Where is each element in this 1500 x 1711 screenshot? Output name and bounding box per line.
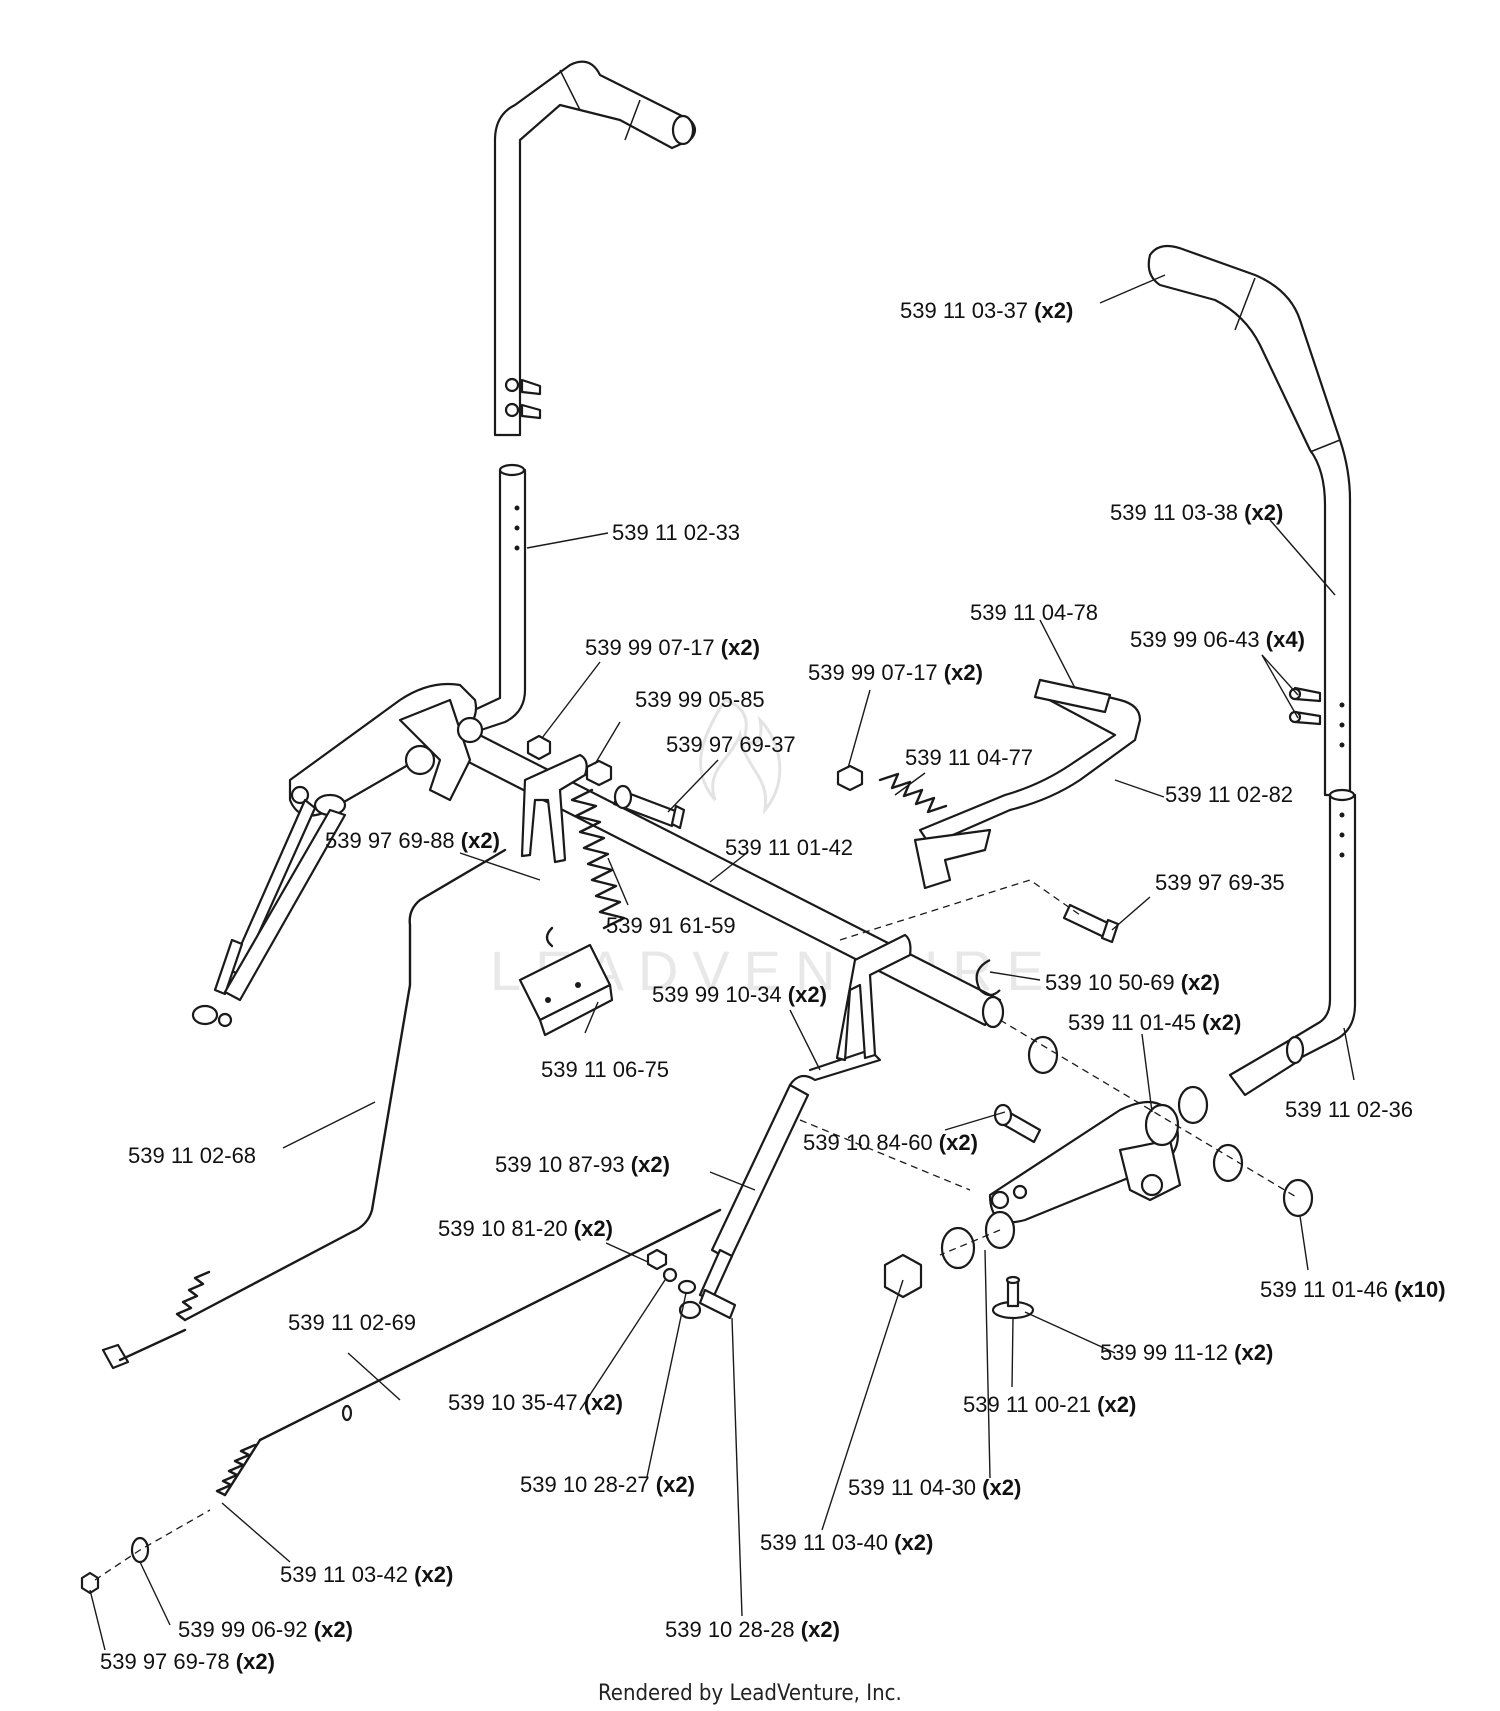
callout-539-99-07-17-a: 539 99 07-17 (x2) <box>585 635 760 660</box>
callout-539-99-11-12: 539 99 11-12 (x2) <box>1100 1340 1273 1365</box>
callout-539-99-07-17-b: 539 99 07-17 (x2) <box>808 660 983 685</box>
link-rod-left <box>101 848 507 1370</box>
mount-bracket <box>518 943 614 1037</box>
left-damper <box>223 808 347 1002</box>
shaft-brackets <box>520 753 912 1062</box>
link-rod-right <box>215 1208 722 1497</box>
callout-539-11-06-75: 539 11 06-75 <box>541 1057 669 1082</box>
e-clip <box>975 959 1001 997</box>
right-handle-tube <box>1228 788 1357 1097</box>
callout-539-10-81-20: 539 10 81-20 (x2) <box>438 1216 613 1241</box>
callout-539-99-05-85: 539 99 05-85 <box>635 687 765 712</box>
callout-539-11-03-37: 539 11 03-37 (x2) <box>900 298 1073 323</box>
callout-539-11-04-30: 539 11 04-30 (x2) <box>848 1475 1021 1500</box>
callout-539-99-10-34: 539 99 10-34 (x2) <box>652 982 827 1007</box>
callout-539-11-03-40: 539 11 03-40 (x2) <box>760 1530 933 1555</box>
callout-539-91-61-59: 539 91 61-59 <box>606 913 736 938</box>
callout-539-11-02-36: 539 11 02-36 <box>1285 1097 1413 1122</box>
rod-end-hardware <box>646 1248 737 1320</box>
callout-539-11-02-69: 539 11 02-69 <box>288 1310 416 1335</box>
assembly-lines <box>94 879 1299 1581</box>
brake-lever <box>913 678 1142 890</box>
flame-logo-icon <box>699 698 782 816</box>
callout-539-10-84-60: 539 10 84-60 (x2) <box>803 1130 978 1155</box>
pivot-hardware <box>585 759 686 830</box>
callout-539-97-69-78: 539 97 69-78 (x2) <box>100 1649 275 1674</box>
callout-539-11-01-46: 539 11 01-46 (x10) <box>1260 1277 1446 1302</box>
callout-539-11-03-38: 539 11 03-38 (x2) <box>1110 500 1283 525</box>
bolt-97-69-35 <box>1062 903 1120 944</box>
screw-icon <box>504 377 520 393</box>
callout-539-11-03-42: 539 11 03-42 (x2) <box>280 1562 453 1587</box>
leader-lines <box>89 274 1355 1651</box>
lock-nut <box>883 1253 923 1299</box>
callout-539-11-01-42: 539 11 01-42 <box>725 835 853 860</box>
callout-labels: 539 11 03-37 (x2) 539 11 03-38 (x2) 539 … <box>100 298 1446 1674</box>
screw-icon <box>504 402 520 418</box>
callout-539-97-69-37: 539 97 69-37 <box>666 732 796 757</box>
callout-539-10-28-28: 539 10 28-28 (x2) <box>665 1617 840 1642</box>
left-handle-grip <box>493 60 697 437</box>
callout-539-99-06-43: 539 99 06-43 (x4) <box>1130 627 1305 652</box>
callout-539-11-04-77: 539 11 04-77 <box>905 745 1033 770</box>
right-damper <box>678 1048 882 1320</box>
brake-spring <box>878 772 948 814</box>
callout-539-10-35-47: 539 10 35-47 (x2) <box>448 1390 623 1415</box>
rod-washer-nut <box>80 1536 150 1595</box>
bracket-nut <box>526 734 552 761</box>
brake-nut <box>836 764 864 792</box>
shoulder-bolt <box>993 1103 1042 1144</box>
callout-539-10-50-69: 539 10 50-69 (x2) <box>1045 970 1220 995</box>
callout-539-97-69-35: 539 97 69-35 <box>1155 870 1285 895</box>
callout-539-97-69-88: 539 97 69-88 (x2) <box>325 828 500 853</box>
callout-539-11-01-45: 539 11 01-45 (x2) <box>1068 1010 1241 1035</box>
callout-539-11-04-78: 539 11 04-78 <box>970 600 1098 625</box>
bushings <box>940 1035 1314 1270</box>
extension-spring <box>545 788 626 948</box>
footer-credit: Rendered by LeadVenture, Inc. <box>598 1681 902 1706</box>
callout-539-10-87-93: 539 10 87-93 (x2) <box>495 1152 670 1177</box>
callout-539-11-02-33: 539 11 02-33 <box>612 520 740 545</box>
callout-539-11-00-21: 539 11 00-21 (x2) <box>963 1392 1136 1417</box>
callout-539-99-06-92: 539 99 06-92 (x2) <box>178 1617 353 1642</box>
left-handle-tube <box>468 463 527 734</box>
callout-539-10-28-27: 539 10 28-27 (x2) <box>520 1472 695 1497</box>
callout-539-11-02-82: 539 11 02-82 <box>1165 782 1293 807</box>
bolt-washer <box>991 1275 1035 1320</box>
callout-539-11-02-68: 539 11 02-68 <box>128 1143 256 1168</box>
parts <box>80 60 1357 1595</box>
